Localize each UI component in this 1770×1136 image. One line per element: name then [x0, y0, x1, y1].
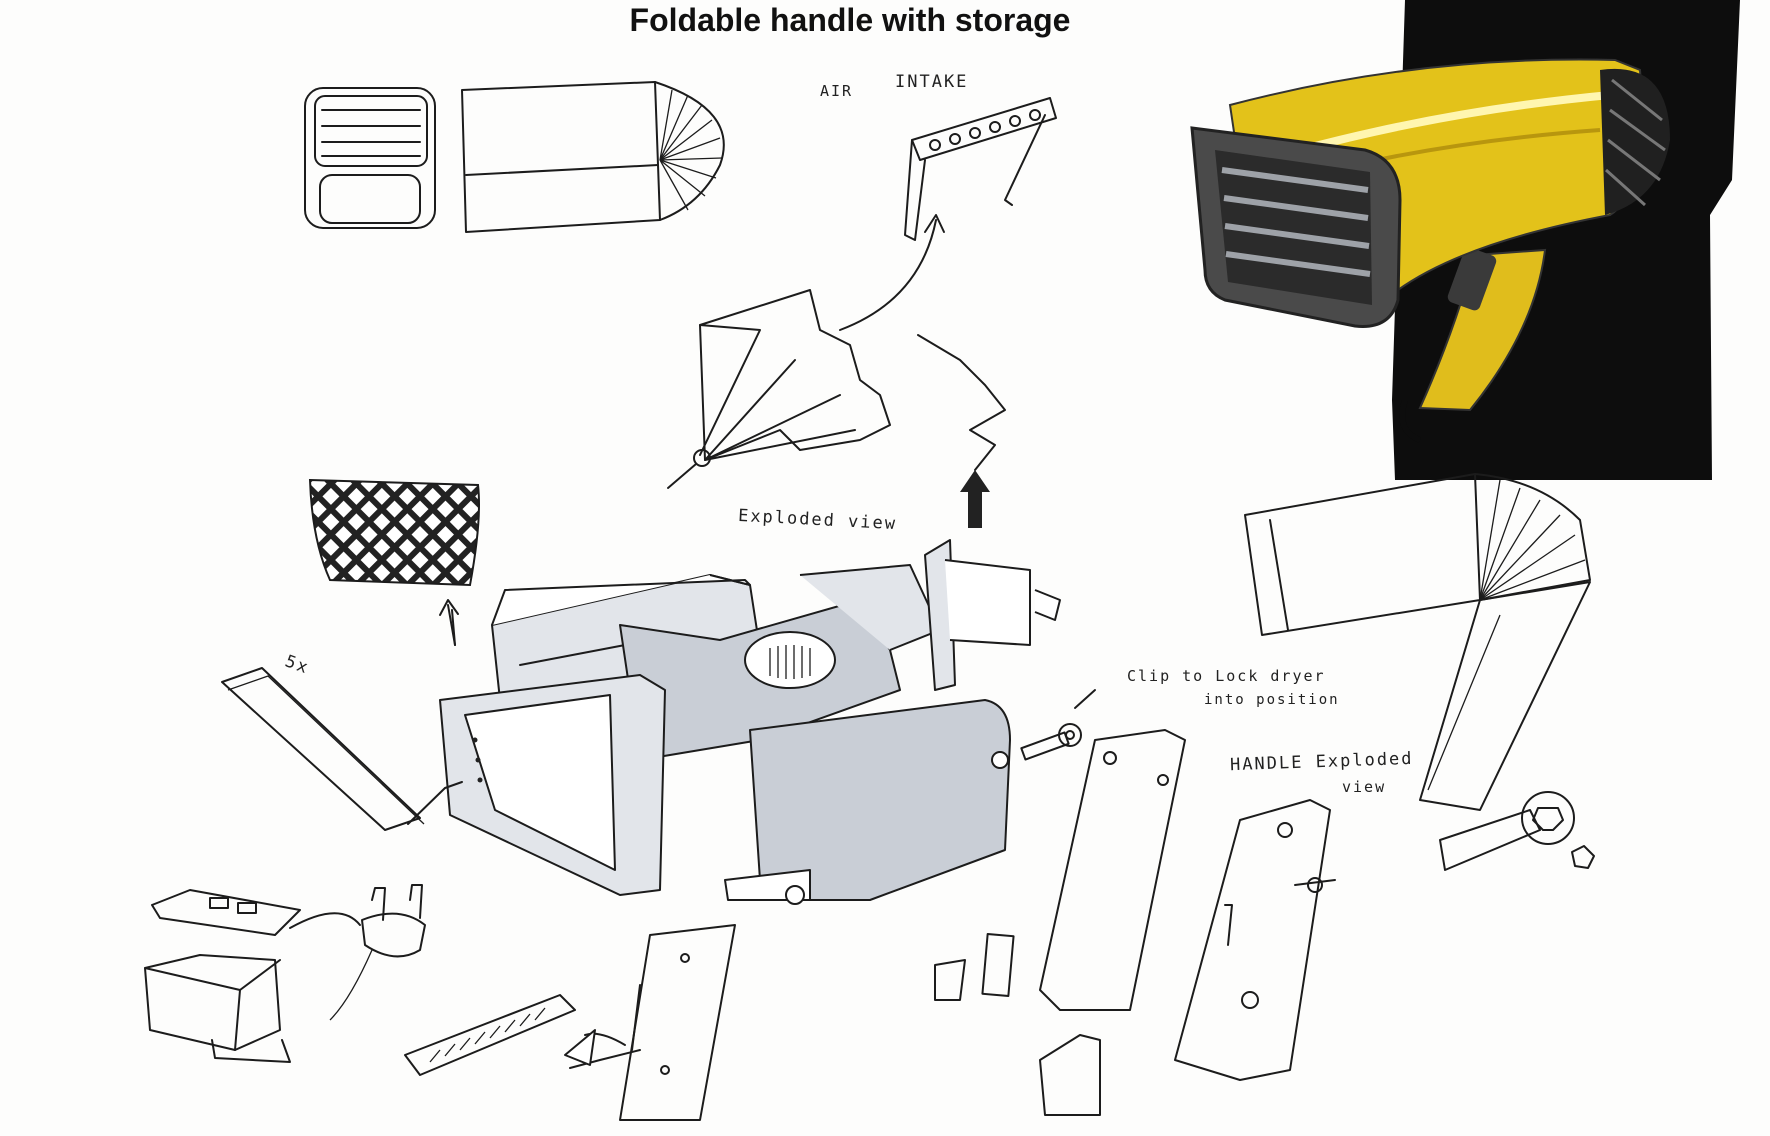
exploded-housing [439, 539, 1061, 905]
mesh-filter-sketch [308, 478, 480, 646]
comb-sketch [404, 924, 736, 1121]
bellows-sketch [667, 214, 1006, 528]
note-handle-line2: view [1342, 778, 1387, 796]
side-view-sketch [461, 81, 725, 233]
clip-parts-sketch [934, 723, 1186, 1116]
note-intake: INTAKE [895, 72, 969, 92]
note-air: AIR [820, 82, 854, 100]
front-view-sketch [304, 87, 436, 229]
handle-exploded-sketch [1174, 799, 1336, 1081]
page-title: Foldable handle with storage [629, 2, 1071, 38]
note-clip-line1: Clip to Lock dryer [1127, 667, 1326, 685]
air-intake-sketch [904, 97, 1057, 241]
folded-dryer-sketch [1244, 473, 1591, 811]
note-clip-line2: into position [1204, 692, 1340, 708]
arrow-annotations [439, 599, 1096, 1066]
hinge-sketch [1439, 791, 1595, 871]
plug-storage-sketch [144, 884, 426, 1063]
filter-panel-sketch [221, 667, 463, 831]
hair-dryer-render [1190, 0, 1740, 480]
